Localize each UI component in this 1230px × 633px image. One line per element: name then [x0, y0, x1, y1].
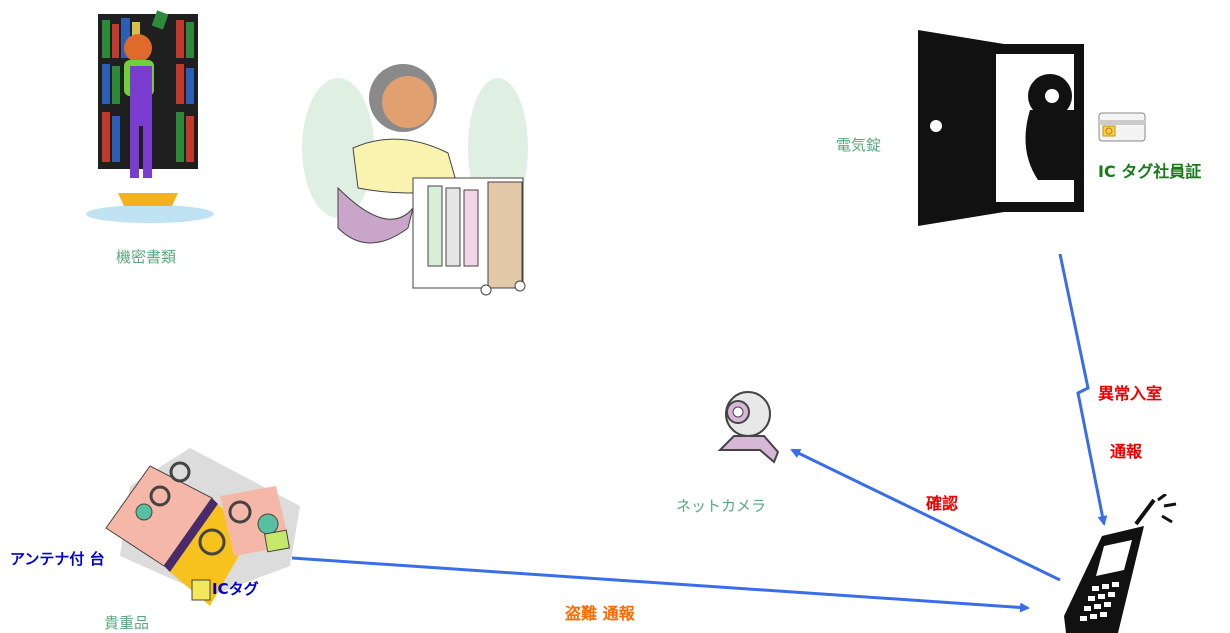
confirm-arrow	[790, 448, 1061, 582]
confirm-label: 確認	[926, 494, 959, 513]
confidential-docs-label: 機密書類	[116, 248, 177, 266]
bookshelf-girl-icon	[86, 10, 214, 223]
file-cart-person-icon	[302, 64, 528, 296]
ic-card-icon	[1098, 112, 1146, 142]
electric-lock-label: 電気錠	[836, 136, 882, 154]
intrusion-arrow	[1058, 253, 1108, 526]
door-silhouette-icon	[918, 30, 1084, 226]
ic-tag-label: ICタグ	[212, 580, 259, 598]
intrusion-alert-label-2: 通報	[1110, 442, 1143, 461]
ic-badge-label: IC タグ社員証	[1098, 162, 1202, 181]
webcam-icon	[717, 391, 780, 464]
theft-alert-label: 盗難 通報	[565, 604, 635, 623]
network-camera-label: ネットカメラ	[676, 497, 767, 515]
mobile-phone-icon	[1064, 494, 1177, 633]
jewelry-display-icon	[105, 448, 300, 606]
intrusion-alert-label-1: 異常入室	[1098, 384, 1163, 403]
antenna-stand-label: アンテナ付 台	[10, 550, 105, 568]
valuables-label: 貴重品	[104, 614, 150, 632]
theft-arrow	[291, 556, 1030, 613]
